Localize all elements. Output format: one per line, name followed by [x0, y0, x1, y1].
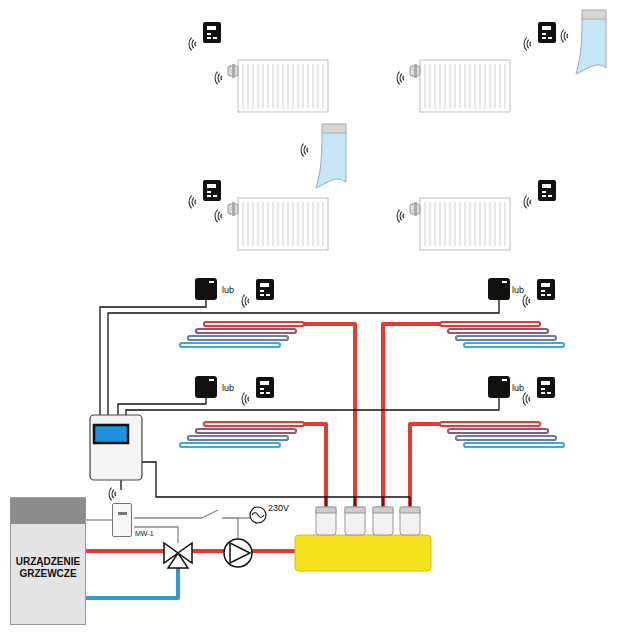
- wireless-thermostat: [256, 377, 274, 398]
- alternative-note: lub: [512, 286, 524, 295]
- wireless-waves: [301, 144, 308, 157]
- wireless-waves: [397, 210, 404, 223]
- radiator: [228, 60, 328, 112]
- alternative-note: lub: [512, 384, 524, 393]
- wireless-thermostat: [538, 22, 556, 43]
- module-led: [118, 512, 127, 515]
- wireless-waves: [189, 38, 196, 51]
- alternative-note: lub: [222, 286, 234, 295]
- wireless-waves: [561, 30, 568, 43]
- wireless-thermostat: [203, 22, 221, 43]
- wired-thermostat: [488, 278, 510, 300]
- wireless-waves: [242, 295, 249, 308]
- pump: [224, 539, 252, 567]
- floor-heating-loop: [440, 422, 564, 447]
- wireless-waves: [523, 295, 530, 308]
- module-box: MW-1: [112, 503, 154, 537]
- floor-heating-loop: [180, 422, 304, 447]
- wireless-waves: [109, 488, 116, 501]
- actuator: [345, 507, 365, 535]
- wireless-waves: [242, 393, 249, 406]
- wires: [100, 300, 499, 543]
- wireless-waves: [215, 210, 222, 223]
- wireless-thermostat: [538, 180, 556, 201]
- floor-heating-loop: [180, 322, 304, 347]
- actuator: [316, 507, 336, 535]
- manifold: [295, 535, 431, 571]
- wireless-thermostat: [537, 279, 555, 300]
- controller: [90, 415, 142, 480]
- wired-thermostat: [195, 278, 217, 300]
- wireless-waves: [524, 196, 531, 209]
- wireless-waves: [523, 393, 530, 406]
- radiator: [410, 60, 510, 112]
- actuator: [400, 507, 420, 535]
- module-label: MW-1: [135, 530, 154, 537]
- wireless-waves: [397, 72, 404, 85]
- wireless-waves: [524, 38, 531, 51]
- mw-module: [112, 503, 132, 537]
- alternative-note: lub: [222, 384, 234, 393]
- wireless-waves: [215, 72, 222, 85]
- device-label: URZĄDZENIE GRZEWCZE: [11, 556, 85, 581]
- pipes: [82, 324, 442, 598]
- radiator: [228, 198, 328, 250]
- actuator: [373, 507, 393, 535]
- wireless-thermostat: [537, 377, 555, 398]
- three-way-valve: [164, 543, 192, 568]
- signal-wire: [86, 519, 112, 520]
- window-sensor: [576, 10, 606, 74]
- radiator: [410, 198, 510, 250]
- floor-heating-loop: [440, 322, 564, 347]
- wireless-waves: [189, 196, 196, 209]
- heating-device-box: URZĄDZENIE GRZEWCZE: [10, 497, 86, 625]
- boiler-top-band: [11, 498, 85, 524]
- repeated-symbols: [109, 10, 606, 535]
- wireless-thermostat: [256, 279, 274, 300]
- wireless-thermostat: [203, 180, 221, 201]
- window-sensor: [316, 124, 346, 188]
- wired-thermostat: [488, 376, 510, 398]
- wired-thermostat: [195, 376, 217, 398]
- voltage-label: 230V: [268, 504, 289, 513]
- power-symbol: [250, 507, 266, 523]
